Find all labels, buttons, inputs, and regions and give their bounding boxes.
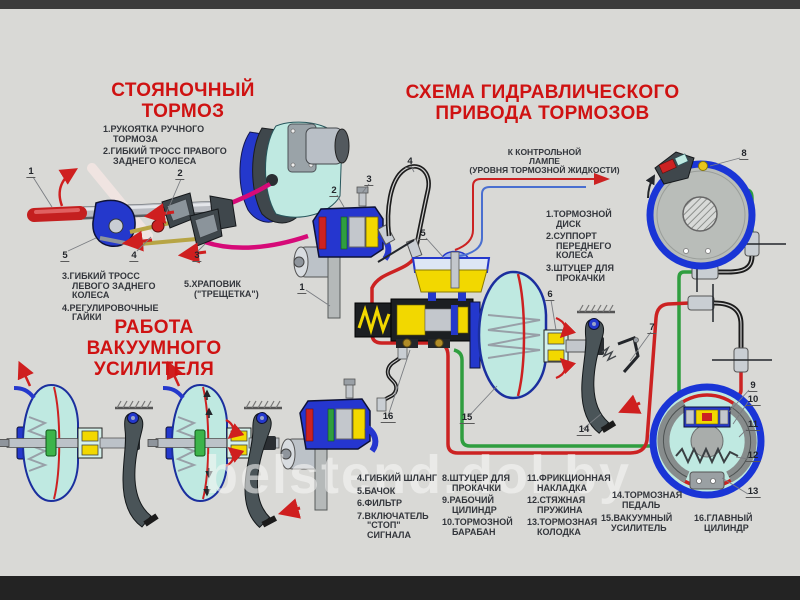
hydraulic-scheme-title: СХЕМА ГИДРАВЛИЧЕСКОГО ПРИВОДА ТОРМОЗОВ <box>405 82 680 124</box>
callout-h5: 5 <box>418 228 428 240</box>
callout-h14: 14 <box>576 424 592 436</box>
vacuum-booster-applied <box>147 360 301 529</box>
legend-item: 1.ТОРМОЗНОЙ ДИСК <box>546 209 612 229</box>
callout-5: 5 <box>60 250 70 262</box>
bottom-legend-col1: 4.ГИБКИЙ ШЛАНГ 5.БАЧОК 6.ФИЛЬТР 7.ВКЛЮЧА… <box>357 473 441 544</box>
legend-item: 2.СУППОРТ ПЕРЕДНЕГО КОЛЕСА <box>546 231 612 261</box>
parking-legend-right: 5.ХРАПОВИК ("ТРЕЩЕТКА") <box>184 279 272 302</box>
legend-item: 15.ВАКУУМНЫЙ УСИЛИТЕЛЬ <box>601 513 673 533</box>
bottom-letterbox-bar <box>0 576 800 600</box>
parking-brake-diagram <box>27 121 350 264</box>
vacuum-booster-released <box>0 360 157 527</box>
legend-item: 5.БАЧОК <box>357 485 396 496</box>
bottom-legend-item15: 15.ВАКУУМНЫЙ УСИЛИТЕЛЬ <box>601 513 691 536</box>
control-lamp-line2: ЛАМПЕ <box>529 156 560 166</box>
legend-item: 4.РЕГУЛИРОВОЧНЫЕ ГАЙКИ <box>62 302 159 323</box>
callout-h13: 13 <box>745 486 761 498</box>
brake-pedal-schematic <box>575 303 642 434</box>
callout-h7: 7 <box>647 322 657 334</box>
legend-item: 13.ТОРМОЗНАЯ КОЛОДКА <box>527 517 598 537</box>
callout-3: 3 <box>192 250 202 262</box>
callout-h12: 12 <box>745 450 761 462</box>
master-cylinder <box>354 291 474 348</box>
legend-item: 6.ФИЛЬТР <box>357 498 403 509</box>
callout-h9: 9 <box>748 380 758 392</box>
bottom-legend-item16: 16.ГЛАВНЫЙ ЦИЛИНДР <box>694 513 778 536</box>
callout-h6: 6 <box>545 289 555 301</box>
vacuum-booster-title: РАБОТА ВАКУУМНОГО УСИЛИТЕЛЯ <box>50 317 258 380</box>
callout-h16: 16 <box>380 411 396 423</box>
hydraulic-title-line2: ПРИВОДА ТОРМОЗОВ <box>435 103 650 124</box>
callout-h10: 10 <box>745 394 761 406</box>
control-lamp-line1: К КОНТРОЛЬНОЙ <box>507 147 582 157</box>
hydraulic-title-line1: СХЕМА ГИДРАВЛИЧЕСКОГО <box>405 82 680 103</box>
callout-h8: 8 <box>739 148 749 160</box>
parking-legend-left: 3.ГИБКИЙ ТРОСС ЛЕВОГО ЗАДНЕГО КОЛЕСА 4.Р… <box>62 271 164 326</box>
vacuum-title-line1: РАБОТА ВАКУУМНОГО <box>86 317 222 359</box>
callout-h11: 11 <box>745 419 761 431</box>
legend-item: 1.РУКОЯТКА РУЧНОГО ТОРМОЗА <box>103 124 205 144</box>
callout-2: 2 <box>175 168 185 180</box>
legend-item: 11.ФРИКЦИОННАЯ НАКЛАДКА <box>527 473 611 493</box>
legend-item: 5.ХРАПОВИК ("ТРЕЩЕТКА") <box>184 279 259 299</box>
legend-item: 7.ВКЛЮЧАТЕЛЬ "СТОП" СИГНАЛА <box>357 510 429 540</box>
parking-legend-top: 1.РУКОЯТКА РУЧНОГО ТОРМОЗА 2.ГИБКИЙ ТРОС… <box>103 124 229 169</box>
legend-item: 10.ТОРМОЗНОЙ БАРАБАН <box>442 517 513 537</box>
parking-brake-title: СТОЯНОЧНЫЙ ТОРМОЗ <box>111 80 255 122</box>
legend-item: 3.ШТУЦЕР ДЛЯ ПРОКАЧКИ <box>546 262 614 283</box>
legend-item: 3.ГИБКИЙ ТРОСС ЛЕВОГО ЗАДНЕГО КОЛЕСА <box>62 271 156 301</box>
bottom-legend-col3: 11.ФРИКЦИОННАЯ НАКЛАДКА 12.СТЯЖНАЯ ПРУЖИ… <box>527 473 617 541</box>
callout-4: 4 <box>129 250 139 262</box>
legend-item: 16.ГЛАВНЫЙ ЦИЛИНДР <box>694 513 753 533</box>
legend-item: 9.РАБОЧИЙ ЦИЛИНДР <box>442 495 497 515</box>
front-disc-brake <box>645 151 756 270</box>
legend-item: 4.ГИБКИЙ ШЛАНГ <box>357 473 437 483</box>
callout-h4: 4 <box>405 156 415 168</box>
legend-item: 12.СТЯЖНАЯ ПРУЖИНА <box>527 495 586 515</box>
legend-item: 8.ШТУЦЕР ДЛЯ ПРОКАЧКИ <box>442 473 510 493</box>
callout-h1: 1 <box>297 282 307 294</box>
legend-item: 2.ГИБКИЙ ТРОСС ПРАВОГО ЗАДНЕГО КОЛЕСА <box>103 146 227 166</box>
legend-item: 14.ТОРМОЗНАЯ ПЕДАЛЬ <box>612 490 683 510</box>
hydraulic-schematic <box>281 151 786 510</box>
top-letterbox-bar <box>0 0 800 9</box>
vacuum-title-line2: УСИЛИТЕЛЯ <box>93 359 215 380</box>
control-lamp-line3: (УРОВНЯ ТОРМОЗНОЙ ЖИДКОСТИ) <box>469 165 620 175</box>
disc-legend: 1.ТОРМОЗНОЙ ДИСК 2.СУППОРТ ПЕРЕДНЕГО КОЛ… <box>546 209 626 286</box>
bottom-legend-item14: 14.ТОРМОЗНАЯ ПЕДАЛЬ <box>612 490 712 513</box>
callout-h3: 3 <box>364 174 374 186</box>
control-lamp-note: К КОНТРОЛЬНОЙ ЛАМПЕ (УРОВНЯ ТОРМОЗНОЙ ЖИ… <box>452 148 637 175</box>
callout-1: 1 <box>26 166 36 178</box>
callout-h2: 2 <box>329 185 339 197</box>
callout-h15: 15 <box>459 412 475 424</box>
fluid-reservoir <box>411 250 491 293</box>
bottom-legend-col2: 8.ШТУЦЕР ДЛЯ ПРОКАЧКИ 9.РАБОЧИЙ ЦИЛИНДР … <box>442 473 524 541</box>
